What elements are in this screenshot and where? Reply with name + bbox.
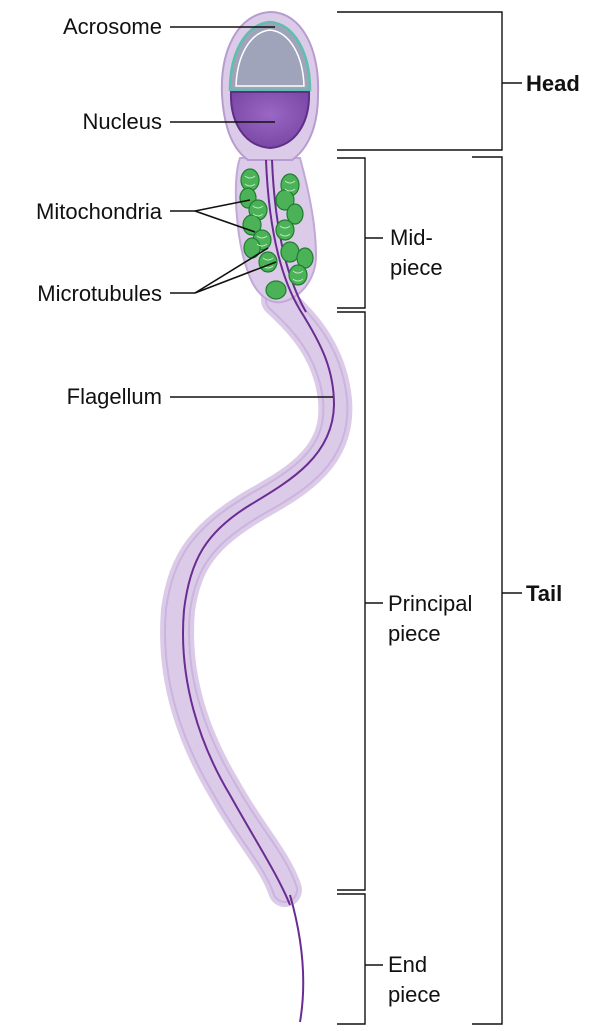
sperm-cell — [177, 12, 335, 1022]
mitochondrion — [289, 265, 307, 285]
end-piece-filament — [290, 895, 303, 1022]
mitochondrion — [281, 242, 299, 262]
midpiece-label-line1: Mid- — [390, 225, 433, 250]
microtubules-label: Microtubules — [37, 281, 162, 306]
head-label: Head — [526, 71, 580, 96]
tail-membrane — [177, 300, 335, 890]
mitochondria-label: Mitochondria — [36, 199, 163, 224]
acrosome-label: Acrosome — [63, 14, 162, 39]
flagellum-label: Flagellum — [67, 384, 162, 409]
head-bracket — [337, 12, 502, 150]
end-bracket — [337, 894, 365, 1024]
tail-label: Tail — [526, 581, 562, 606]
right-brackets — [337, 12, 522, 1024]
nucleus-label: Nucleus — [83, 109, 162, 134]
tail-bracket — [472, 157, 502, 1024]
end-label-line2: piece — [388, 982, 441, 1007]
tail-membrane-inner — [177, 300, 335, 890]
principal-label-line1: Principal — [388, 591, 472, 616]
principal-label-line2: piece — [388, 621, 441, 646]
end-label-line1: End — [388, 952, 427, 977]
mitochondrion — [276, 220, 294, 240]
labels: Acrosome Nucleus Mitochondria Microtubul… — [36, 14, 580, 1007]
midpiece-bracket — [337, 158, 365, 308]
midpiece-label-line2: piece — [390, 255, 443, 280]
tail-membrane-edge — [177, 300, 335, 890]
mitochondrion — [266, 281, 286, 299]
